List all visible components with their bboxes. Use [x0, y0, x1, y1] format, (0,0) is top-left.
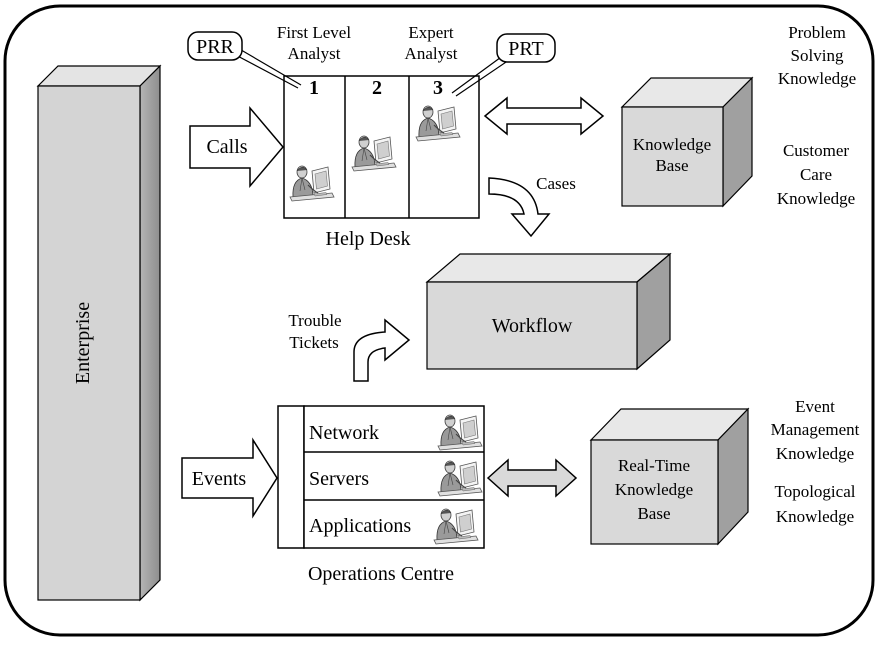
ops-rtkb-double-arrow — [486, 458, 578, 498]
realtime-kb-line-3: Base — [637, 504, 670, 523]
events-arrow: Events — [181, 437, 278, 519]
expert-label-1: Expert — [408, 23, 454, 42]
event-management-line-3: Knowledge — [776, 444, 854, 463]
knowledge-base-label-2: Base — [655, 156, 688, 175]
customer-care-line-2: Care — [800, 165, 832, 184]
expert-label-2: Analyst — [405, 44, 458, 63]
analyst-level-3: 3 — [433, 77, 443, 99]
topological-line-1: Topological — [775, 482, 856, 501]
enterprise-pillar: Enterprise — [36, 64, 162, 602]
trouble-tickets-line-1: Trouble — [288, 311, 341, 330]
helpdesk-kb-double-arrow — [483, 96, 605, 136]
prt-callout: PRT — [451, 33, 556, 97]
problem-solving-line-2: Solving — [791, 46, 844, 65]
first-level-label-1: First Level — [277, 23, 351, 42]
operations-centre-caption: Operations Centre — [308, 563, 454, 585]
calls-label: Calls — [206, 136, 247, 158]
trouble-tickets-line-2: Tickets — [289, 333, 338, 352]
problem-solving-line-3: Knowledge — [778, 69, 856, 88]
realtime-kb-line-2: Knowledge — [615, 480, 693, 499]
topological-line-2: Knowledge — [776, 507, 854, 526]
knowledge-base-cube: Knowledge Base — [620, 76, 754, 208]
customer-care-line-1: Customer — [783, 141, 849, 160]
realtime-knowledge-base-cube: Real-Time Knowledge Base — [589, 407, 750, 546]
prr-callout: PRR — [187, 31, 302, 89]
ops-row-servers: Servers — [309, 468, 369, 490]
ops-row-applications: Applications — [309, 515, 411, 537]
analyst-level-2: 2 — [372, 77, 382, 99]
event-management-line-1: Event — [795, 397, 835, 416]
first-level-label-2: Analyst — [288, 44, 341, 63]
realtime-kb-line-1: Real-Time — [618, 456, 690, 475]
ops-row-network: Network — [309, 422, 379, 444]
workflow-label: Workflow — [492, 315, 573, 337]
event-management-line-2: Management — [771, 420, 860, 439]
workflow-box: Workflow — [425, 252, 672, 371]
prr-label: PRR — [196, 36, 234, 58]
customer-care-line-3: Knowledge — [777, 189, 855, 208]
analyst-level-1: 1 — [309, 77, 319, 99]
cases-arrow: Cases — [488, 174, 576, 238]
calls-arrow: Calls — [189, 105, 284, 189]
trouble-tickets-arrow: Trouble Tickets — [288, 311, 411, 382]
cases-label: Cases — [536, 174, 576, 193]
problem-solving-line-1: Problem — [788, 23, 846, 42]
outer-frame — [3, 4, 875, 637]
events-label: Events — [192, 468, 247, 490]
help-desk-caption: Help Desk — [326, 228, 411, 250]
prt-label: PRT — [508, 38, 543, 60]
enterprise-label: Enterprise — [72, 302, 94, 384]
knowledge-base-label-1: Knowledge — [633, 135, 711, 154]
